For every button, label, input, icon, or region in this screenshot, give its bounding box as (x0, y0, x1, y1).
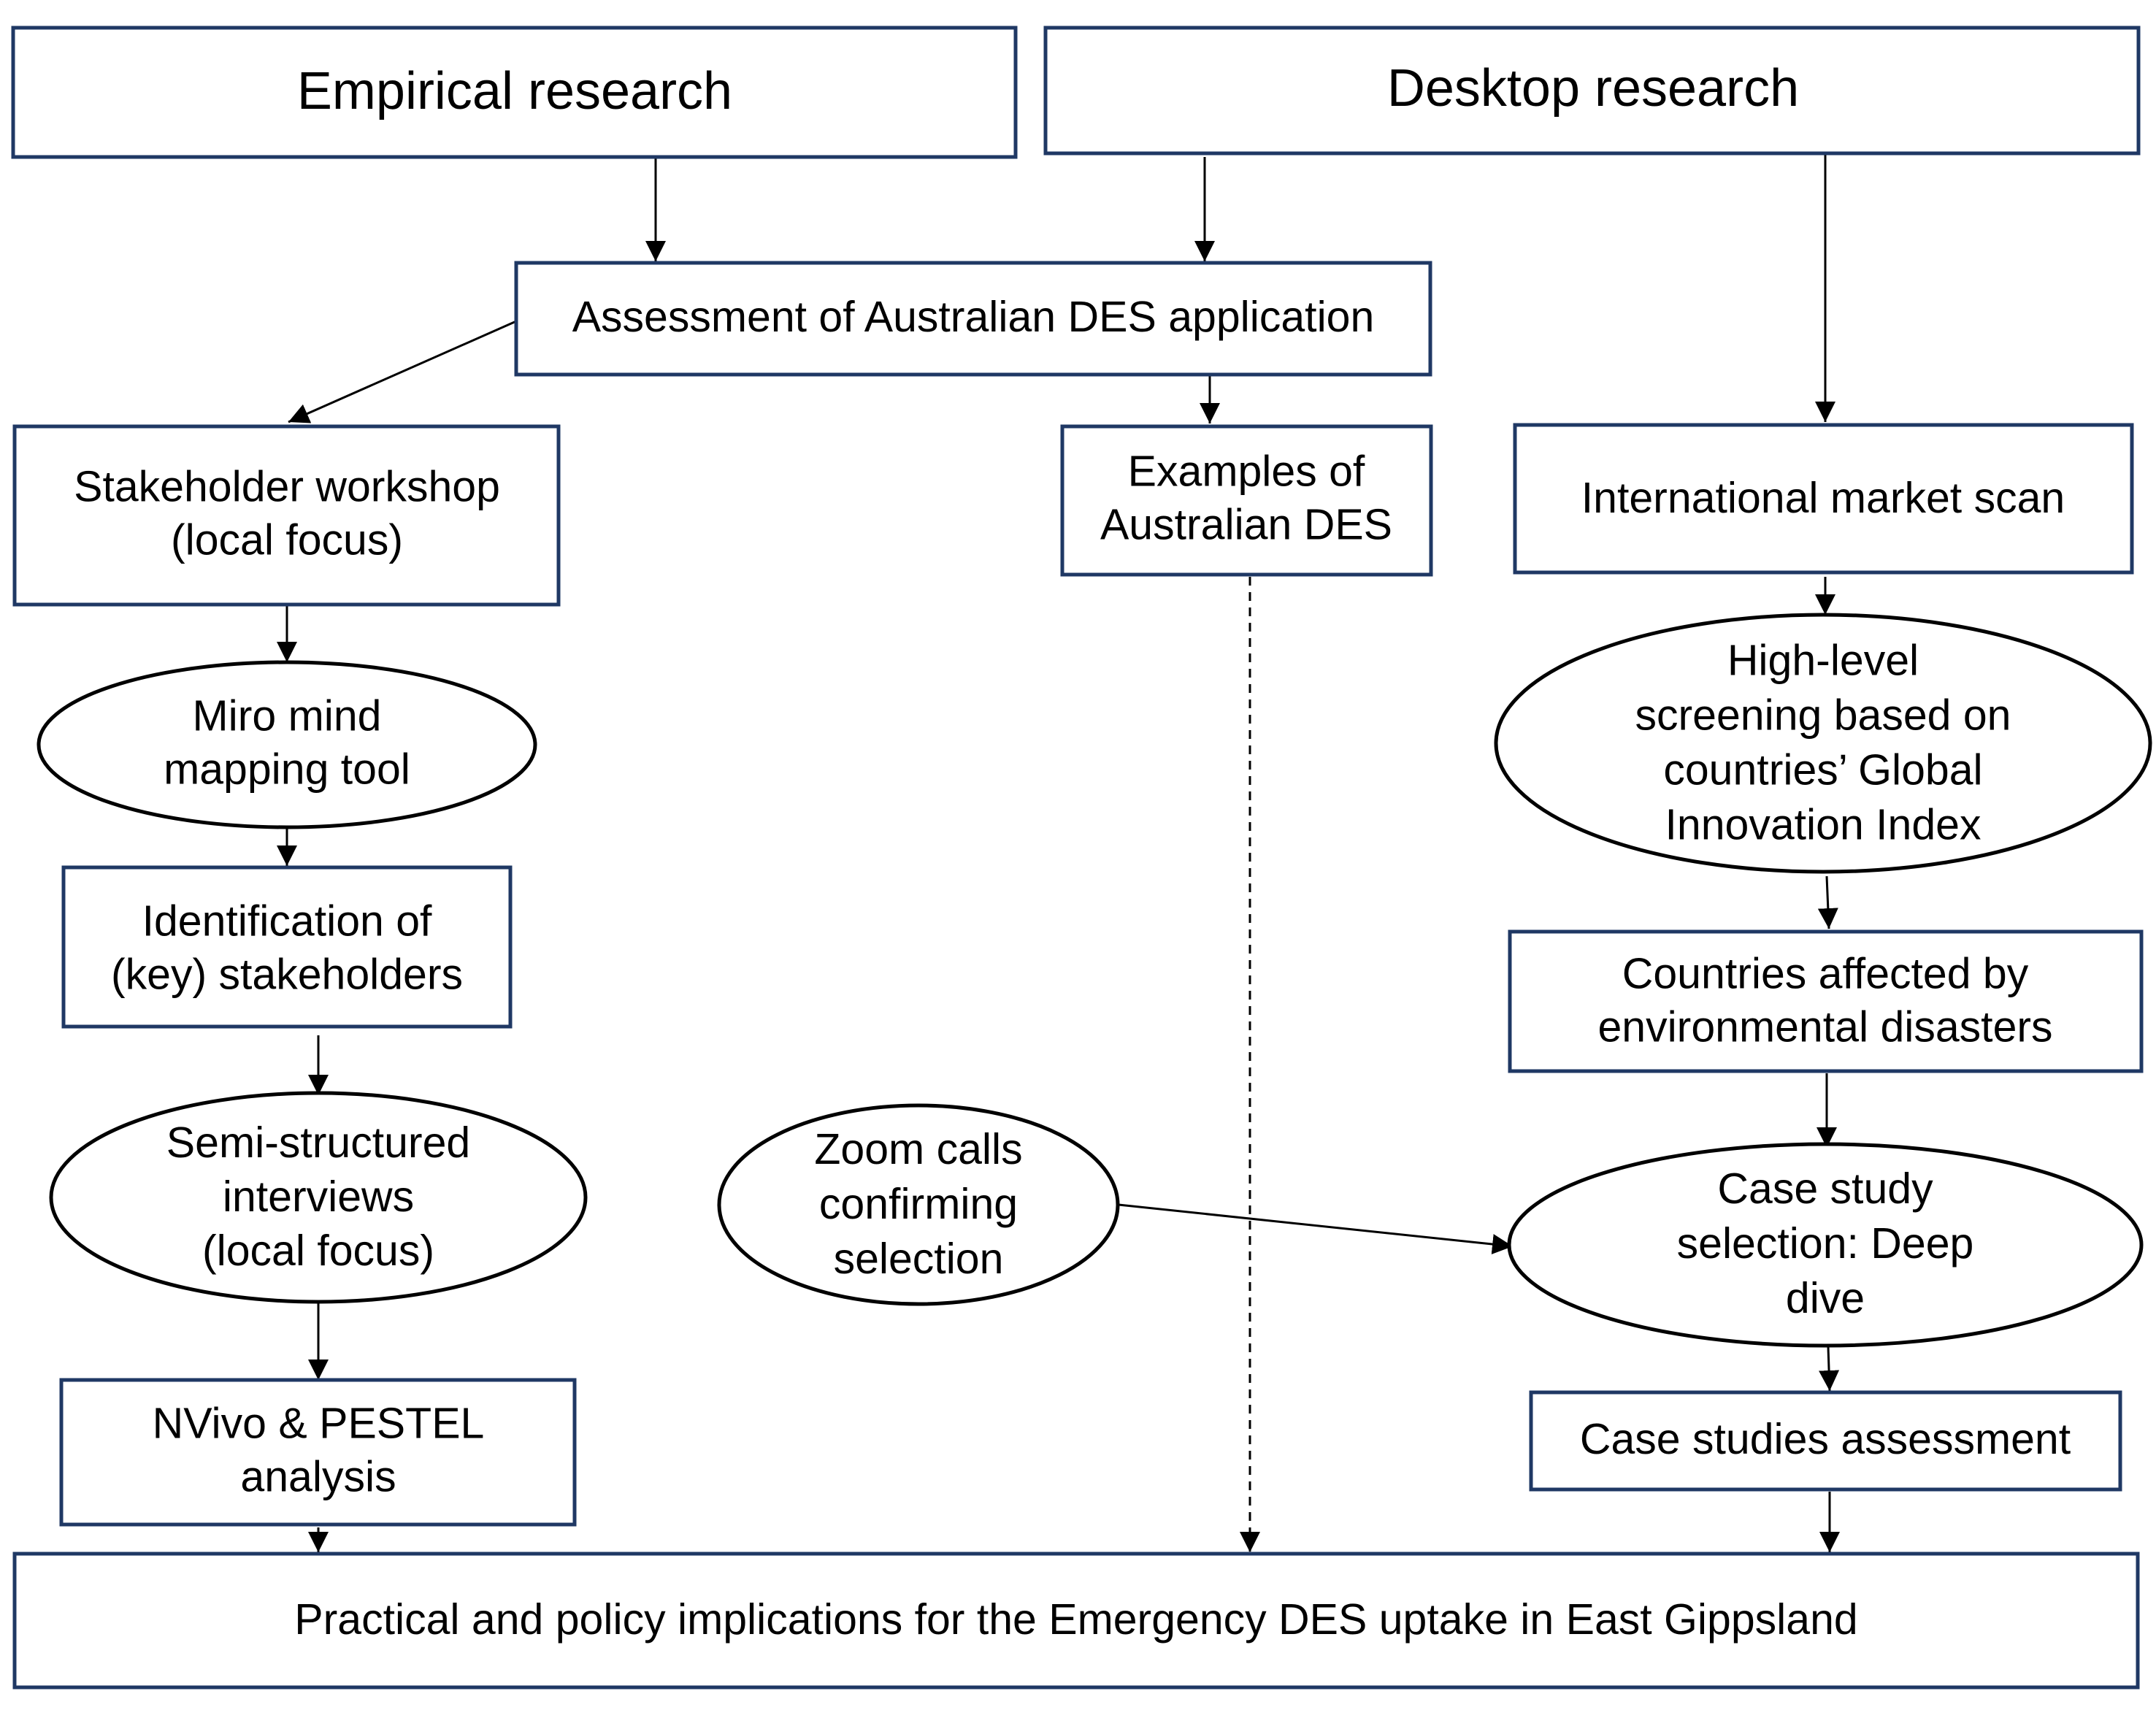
node-label-line: Desktop research (1387, 59, 1799, 118)
node-label-line: (local focus) (202, 1227, 434, 1275)
node-label-line: Case study (1717, 1165, 1933, 1213)
examples-australian-des-box: Examples of Australian DES (1060, 424, 1433, 577)
node-label-line: (local focus) (171, 515, 403, 564)
node-label-line: Examples of (1128, 447, 1365, 495)
case-studies-assessment-box: Case studies assessment (1529, 1390, 2122, 1492)
arrow-zoom-to-case-selection (1118, 1203, 1514, 1254)
identification-stakeholders-box: Identification of (key) stakeholders (61, 865, 513, 1029)
node-label-line: Miro mind (193, 691, 382, 740)
node-label-line: selection: Deep (1677, 1219, 1974, 1268)
stakeholder-workshop-box: Stakeholder workshop (local focus) (12, 424, 561, 607)
node-label: Miro mind mapping tool (164, 691, 410, 793)
node-label: Semi-structured interviews (local focus) (166, 1119, 470, 1275)
zoom-calls-ellipse: Zoom calls confirming selection (717, 1103, 1120, 1306)
node-label: Case studies assessment (1580, 1415, 2071, 1463)
node-label: Case study selection: Deep dive (1677, 1165, 1974, 1322)
international-market-scan-box: International market scan (1513, 423, 2134, 575)
node-label-line: selection (834, 1235, 1004, 1283)
node-label-line: Empirical research (297, 62, 732, 120)
node-label-line: interviews (223, 1173, 414, 1221)
desktop-research-box: Desktop research (1043, 26, 2141, 156)
node-label: Identification of (key) stakeholders (111, 897, 463, 998)
node-label-line: environmental disasters (1597, 1002, 2052, 1051)
node-label-line: International market scan (1581, 474, 2065, 522)
case-study-selection-ellipse: Case study selection: Deep dive (1507, 1142, 2144, 1348)
node-label-line: countries’ Global (1663, 745, 1982, 794)
high-level-screening-ellipse: High-level screening based on countries’ G… (1494, 613, 2152, 874)
node-label-line: screening based on (1635, 691, 2011, 739)
semi-structured-interviews-ellipse: Semi-structured interviews (local focus) (49, 1091, 588, 1304)
node-label: Countries affected by environmental disas… (1597, 949, 2052, 1051)
node-label: Zoom calls confirming selection (814, 1125, 1022, 1283)
node-label-line: Assessment of Australian DES application (572, 293, 1375, 341)
node-label-line: (key) stakeholders (111, 950, 463, 998)
node-label-line: Practical and policy implications for th… (294, 1595, 1857, 1644)
nvivo-pestel-box: NVivo & PESTEL analysis (59, 1378, 577, 1527)
node-label: High-level screening based on countries’ G… (1635, 636, 2011, 848)
node-label-line: Stakeholder workshop (74, 462, 500, 510)
node-label: Practical and policy implications for th… (294, 1595, 1857, 1644)
node-label-line: Identification of (142, 897, 432, 945)
node-label: Stakeholder workshop (local focus) (74, 462, 500, 564)
node-label-line: Zoom calls (814, 1125, 1022, 1173)
node-label: Examples of Australian DES (1100, 447, 1392, 548)
arrow-screening-to-countries (1817, 875, 1838, 929)
node-label-line: High-level (1727, 636, 1919, 684)
node-label: International market scan (1581, 474, 2065, 522)
node-label-line: dive (1786, 1274, 1865, 1322)
practical-policy-implications-box: Practical and policy implications for th… (12, 1552, 2140, 1690)
arrow-case-selection-to-case-assessment (1819, 1346, 1840, 1392)
node-label-line: analysis (240, 1452, 396, 1500)
node-label-line: Case studies assessment (1580, 1415, 2071, 1463)
node-label-line: Innovation Index (1665, 800, 1982, 848)
node-label: Desktop research (1387, 59, 1799, 118)
node-label: NVivo & PESTEL analysis (153, 1399, 485, 1500)
miro-mind-mapping-ellipse: Miro mind mapping tool (37, 660, 537, 829)
connectors (277, 153, 1840, 1552)
node-label-line: mapping tool (164, 745, 410, 793)
countries-affected-box: Countries affected by environmental disas… (1508, 929, 2144, 1073)
node-label-line: Countries affected by (1622, 949, 2029, 997)
node-label: Assessment of Australian DES application (572, 293, 1375, 341)
assessment-box: Assessment of Australian DES application (514, 261, 1432, 377)
node-label-line: NVivo & PESTEL (153, 1399, 485, 1447)
arrow-assessment-to-workshop (288, 320, 517, 423)
empirical-research-box: Empirical research (11, 26, 1018, 159)
node-label: Empirical research (297, 62, 732, 120)
node-label-line: Semi-structured (166, 1119, 470, 1167)
node-label-line: Australian DES (1100, 500, 1392, 548)
node-label-line: confirming (819, 1180, 1018, 1228)
